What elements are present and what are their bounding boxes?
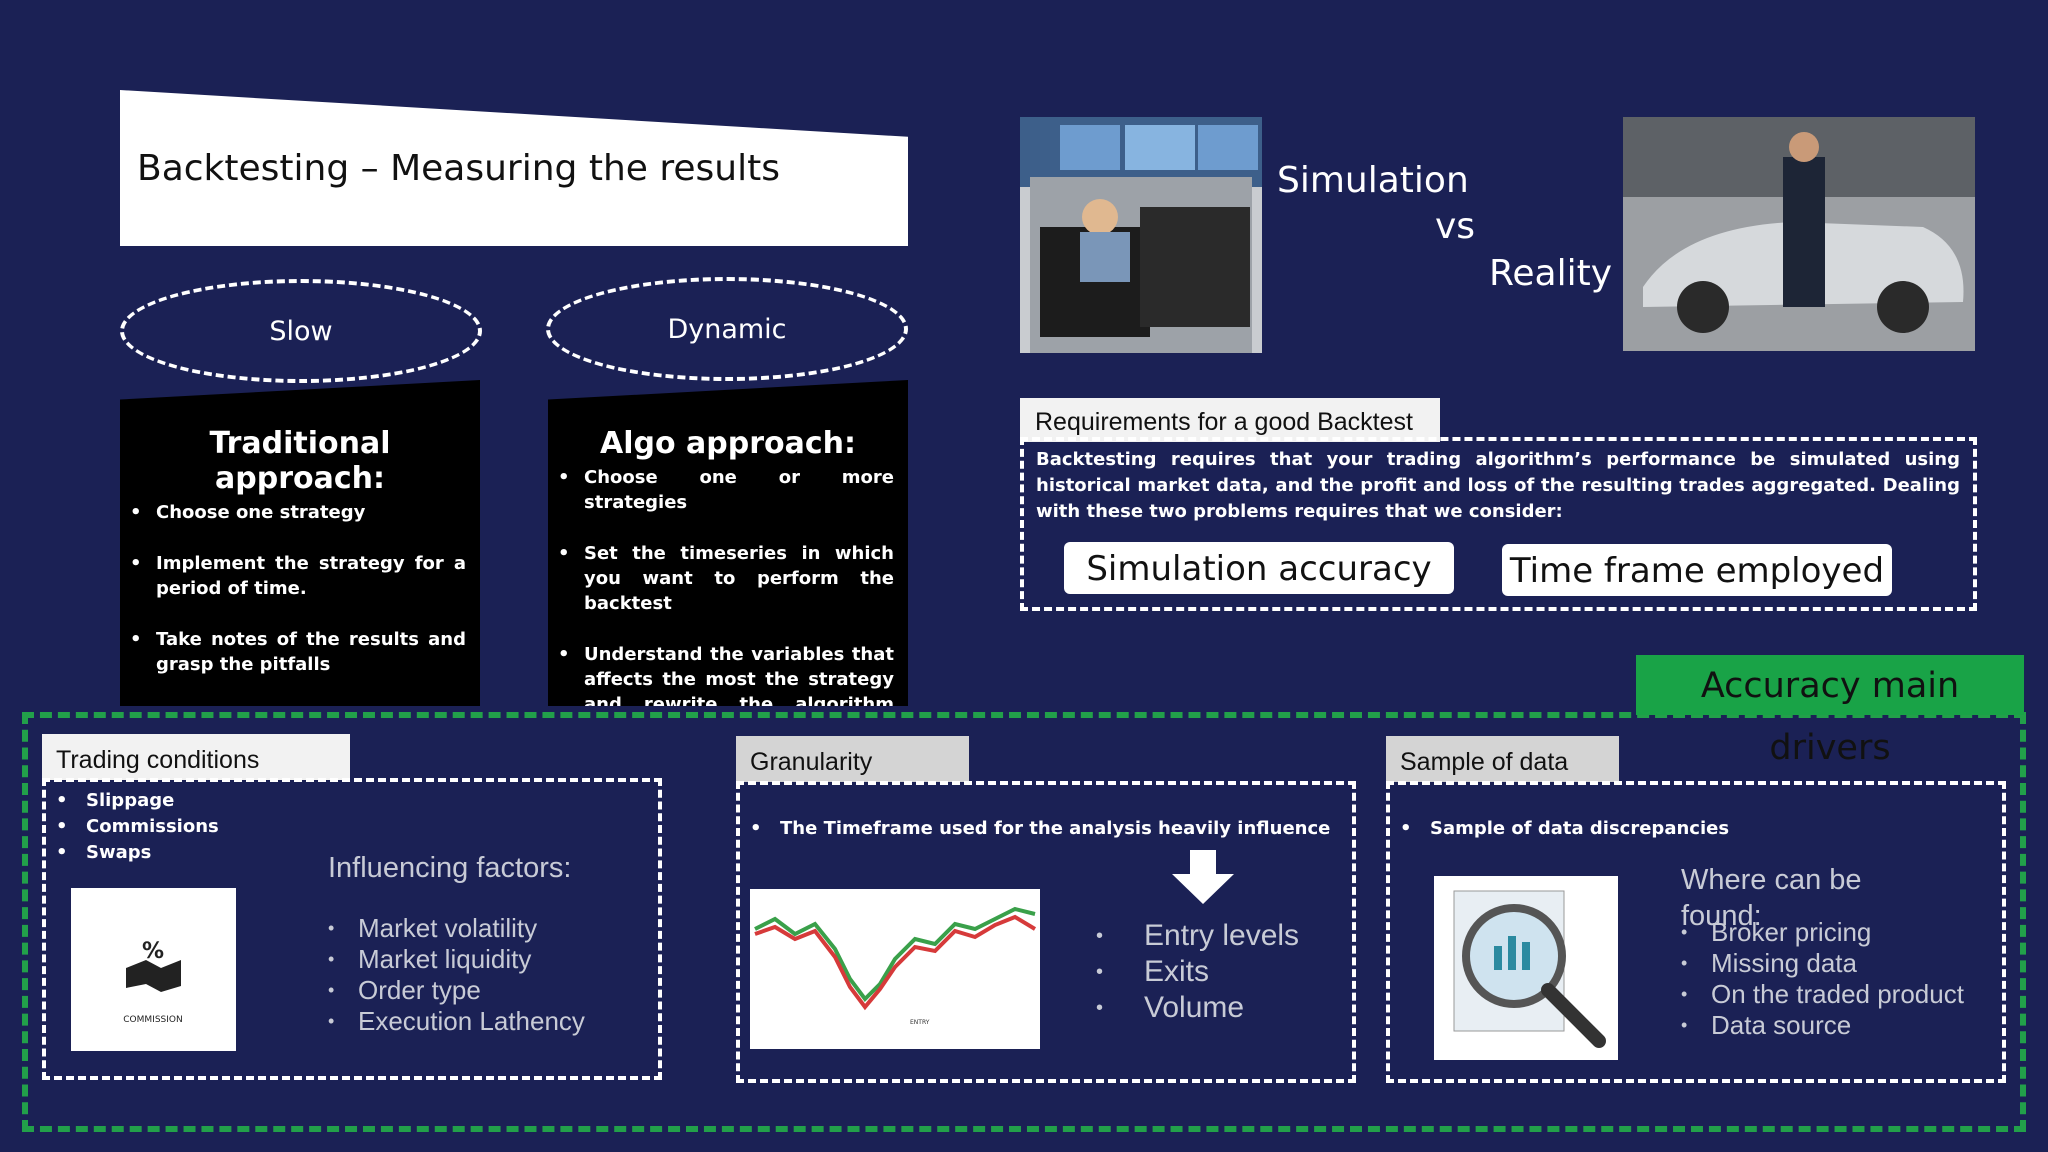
algo-heading: Algo approach: [599, 426, 856, 461]
oval-slow-label: Slow [269, 315, 333, 347]
arrow-down-icon [1172, 850, 1234, 904]
granularity-results-list: Entry levels Exits Volume [1096, 918, 1299, 1026]
list-item: Implement the strategy for a period of t… [130, 551, 466, 601]
where-found-heading: Where can be found: [1681, 864, 1862, 932]
list-item: Volume [1096, 990, 1299, 1026]
list-item: Exits [1096, 954, 1299, 990]
simulator-photo [1020, 117, 1262, 353]
list-item: Market volatility [328, 913, 585, 944]
sample-of-data-list: Sample of data discrepancies [1400, 816, 1729, 842]
list-item: Take notes of the results and grasp the … [130, 627, 466, 677]
requirements-text: Backtesting requires that your trading a… [1036, 449, 1960, 522]
algo-approach-box: Algo approach: Choose one or more strate… [548, 380, 908, 706]
list-item: Execution Lathency [328, 1006, 585, 1037]
granularity-tab: Granularity [736, 736, 969, 782]
simulation-label: Simulation [1277, 160, 1469, 201]
commission-image: % COMMISSION [71, 888, 236, 1051]
magnifier-image [1434, 876, 1618, 1060]
oval-dynamic-label: Dynamic [667, 313, 787, 345]
list-item: Entry levels [1096, 918, 1299, 954]
algo-list: Choose one or more strategies Set the ti… [548, 465, 908, 706]
granularity-list: The Timeframe used for the analysis heav… [750, 816, 1330, 842]
oval-slow: Slow [120, 279, 482, 383]
accuracy-drivers-frame [22, 712, 2026, 1132]
time-frame-pill: Time frame employed [1502, 544, 1892, 596]
list-item: The Timeframe used for the analysis heav… [750, 816, 1330, 842]
traditional-list: Choose one strategy Implement the strate… [120, 500, 480, 677]
handshake-icon [126, 960, 181, 992]
list-item: Swaps [56, 840, 219, 866]
candlestick-chart-image: ENTRY [750, 889, 1040, 1049]
influencing-factors-list: Market volatility Market liquidity Order… [328, 913, 585, 1037]
percent-icon: % [142, 939, 164, 964]
page-title: Backtesting – Measuring the results [137, 148, 780, 189]
list-item: Understand the variables that affects th… [558, 642, 894, 706]
oval-dynamic: Dynamic [546, 277, 908, 381]
list-item: Choose one or more strategies [558, 465, 894, 515]
trading-conditions-tab: Trading conditions [42, 734, 350, 780]
vs-label: vs [1435, 206, 1476, 247]
sample-of-data-box [1386, 781, 2006, 1083]
granularity-box [736, 781, 1356, 1083]
list-item: On the traded product [1681, 979, 1964, 1010]
requirements-box [1020, 437, 1977, 611]
accuracy-drivers-label: Accuracy main drivers [1636, 655, 2024, 768]
list-item: Market liquidity [328, 944, 585, 975]
trading-conditions-box [42, 778, 662, 1080]
racecar-photo [1623, 117, 1975, 351]
svg-text:ENTRY: ENTRY [910, 1019, 930, 1026]
list-item: Set the timeseries in which you want to … [558, 541, 894, 616]
reality-label: Reality [1489, 253, 1613, 294]
list-item: Data source [1681, 1010, 1964, 1041]
sample-of-data-tab: Sample of data [1386, 736, 1619, 782]
simulation-accuracy-pill: Simulation accuracy [1064, 542, 1454, 594]
list-item: Choose one strategy [130, 500, 466, 525]
list-item: Missing data [1681, 948, 1964, 979]
where-found-list: Broker pricing Missing data On the trade… [1681, 917, 1964, 1041]
list-item: Slippage [56, 788, 219, 814]
list-item: Broker pricing [1681, 917, 1964, 948]
traditional-approach-box: Traditional approach: Choose one strateg… [120, 380, 480, 706]
commission-caption: COMMISSION [123, 1015, 182, 1025]
traditional-heading: Traditional approach: [209, 426, 391, 496]
trading-conditions-list: Slippage Commissions Swaps [56, 788, 219, 866]
requirements-tab: Requirements for a good Backtest [1020, 398, 1440, 442]
list-item: Commissions [56, 814, 219, 840]
list-item: Order type [328, 975, 585, 1006]
list-item: Sample of data discrepancies [1400, 816, 1729, 842]
influencing-factors-heading: Influencing factors: [328, 852, 572, 884]
